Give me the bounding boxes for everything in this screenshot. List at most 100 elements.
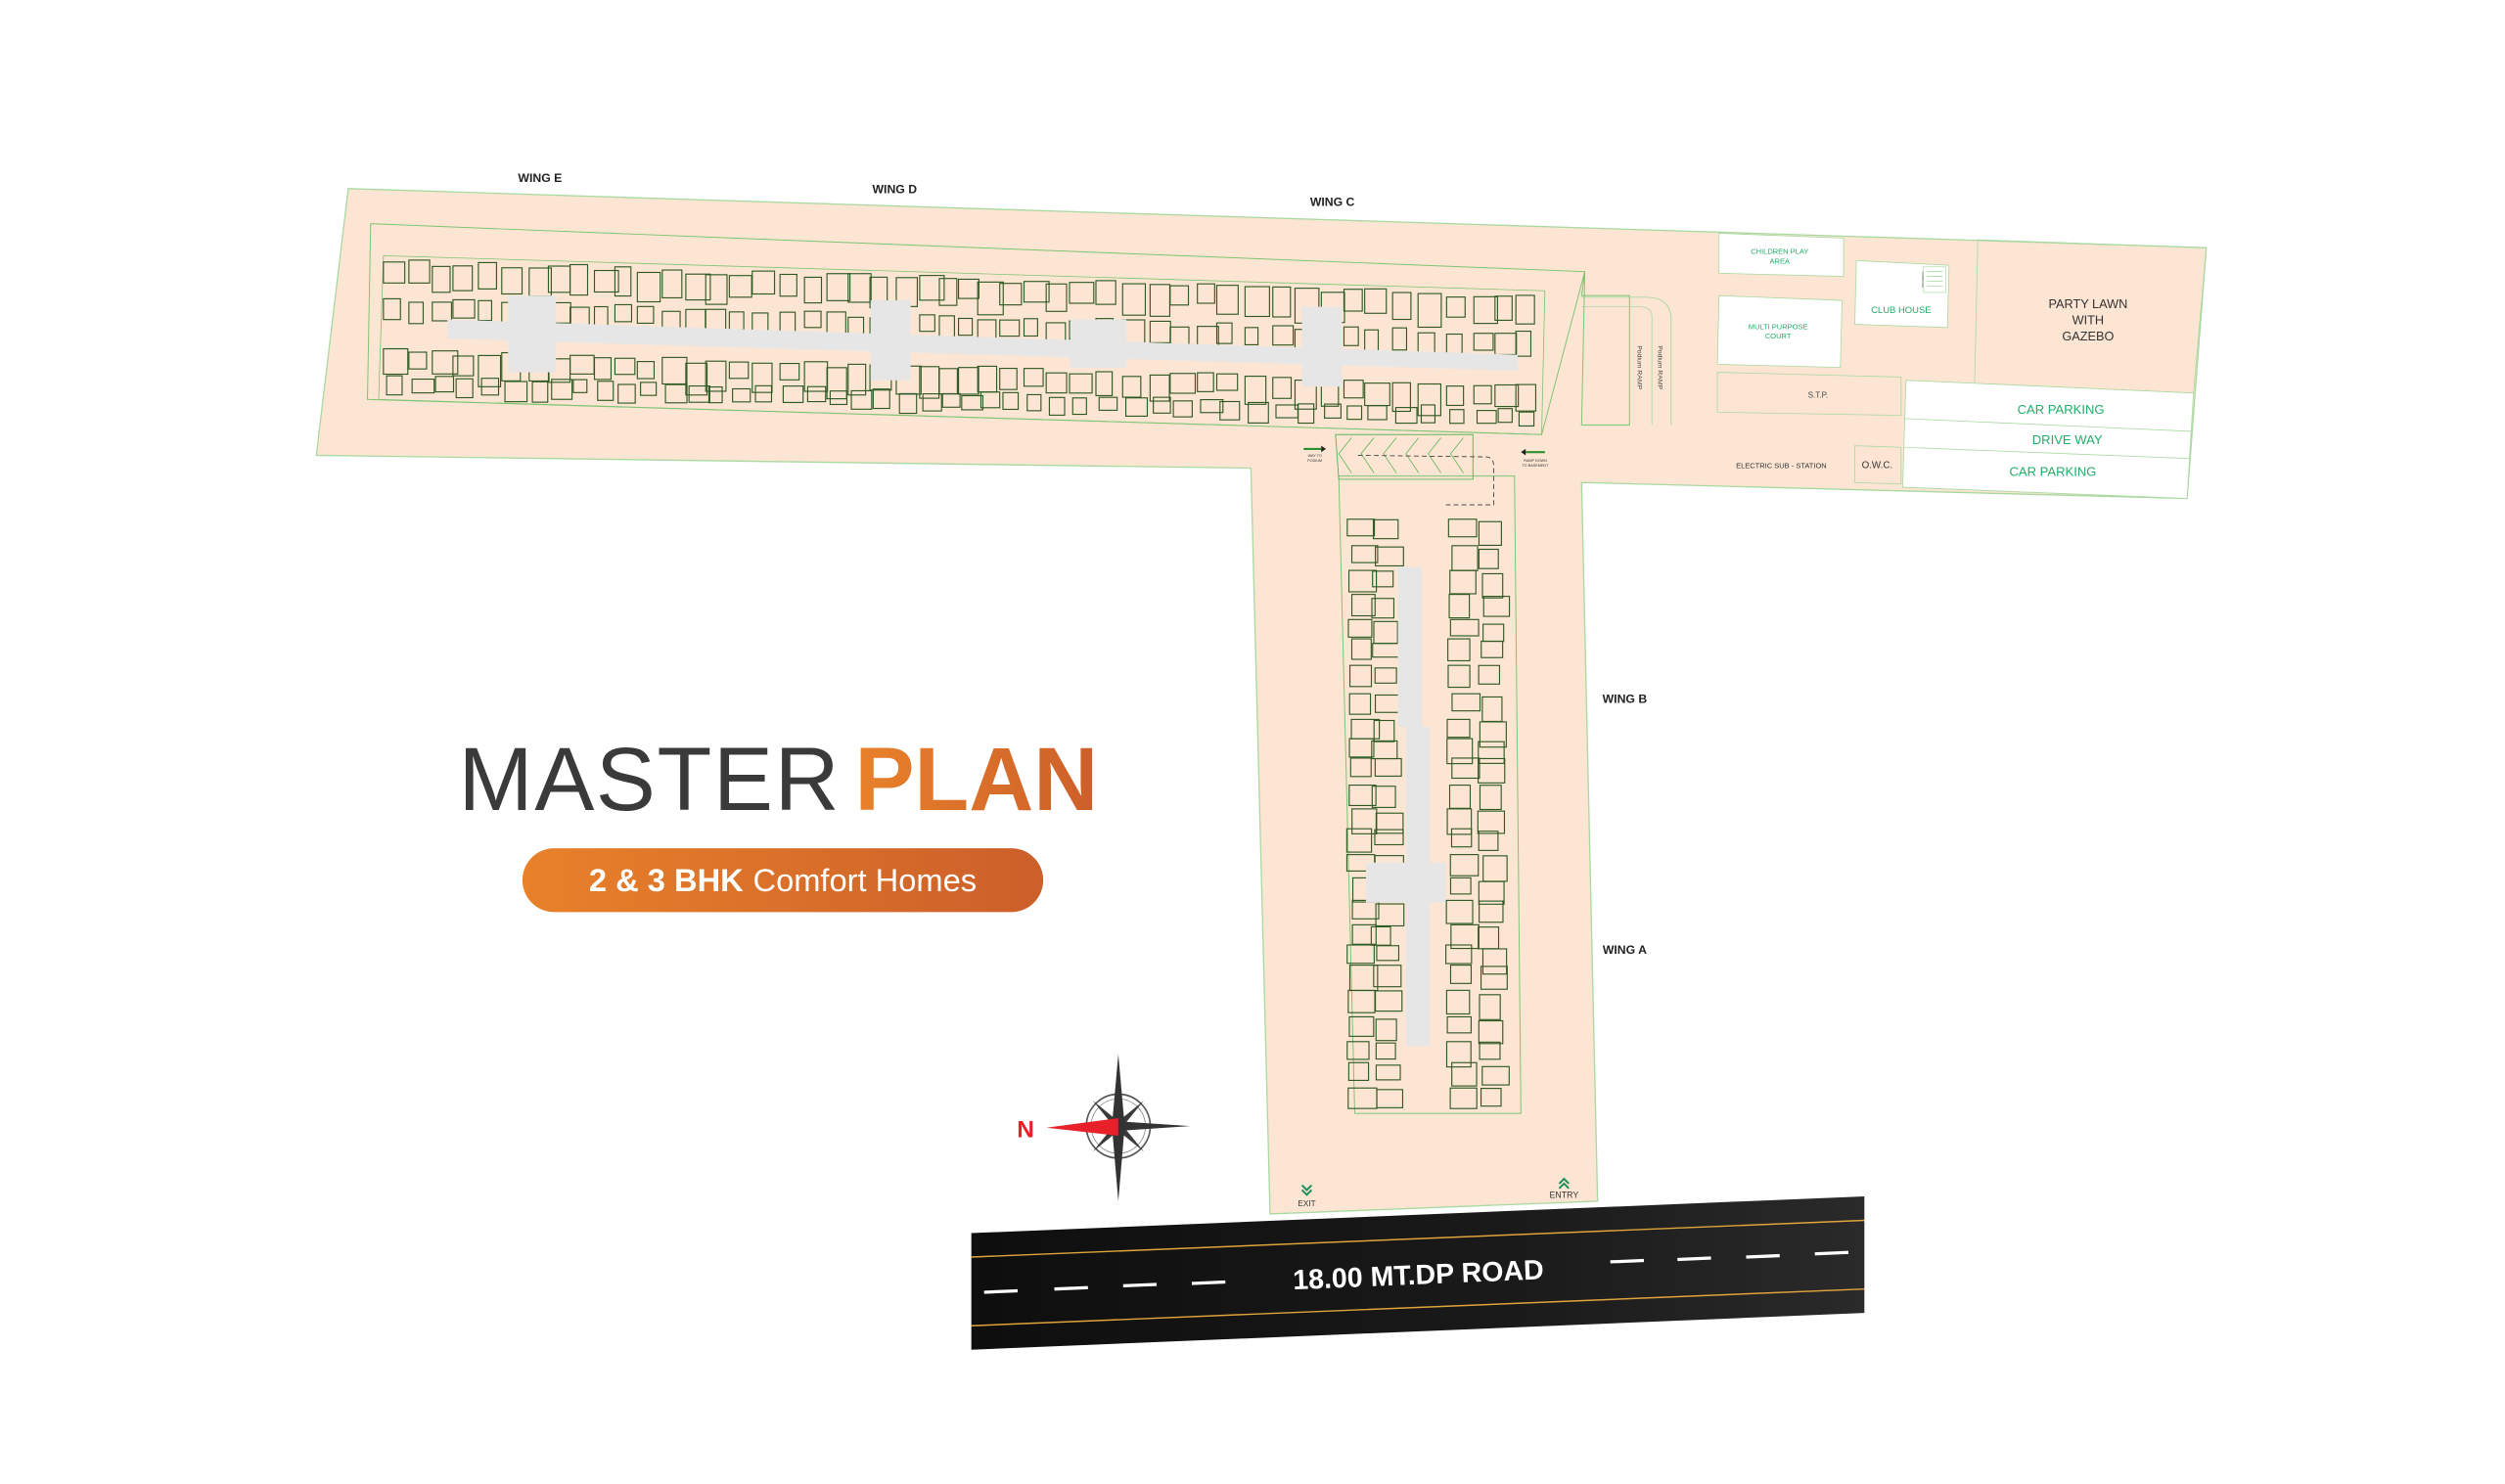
room-outline [919,275,945,301]
wing-e-label: WING E [518,171,562,185]
room-outline [551,379,573,400]
room-outline [1197,372,1214,392]
room-outline [1371,786,1396,808]
room-outline [1351,899,1380,920]
title-master: MASTER [459,730,842,830]
room-outline [640,382,658,396]
room-outline [1121,283,1147,316]
room-outline [1343,326,1359,346]
room-outline [408,259,431,284]
room-outline [1478,757,1506,784]
way-to-podium-arrow: WAY TO PODIUM [1303,445,1327,463]
room-outline [1069,282,1095,304]
room-outline [977,281,1004,316]
room-outline [1478,1019,1504,1045]
room-outline [452,265,474,292]
svg-text:PODIUM: PODIUM [1307,459,1322,463]
room-outline [1149,374,1170,402]
north-label: N [1017,1117,1034,1144]
room-outline [383,261,406,284]
room-outline [1479,900,1504,923]
room-outline [803,310,822,329]
room-outline [919,314,935,333]
room-outline [452,355,475,377]
room-outline [1448,594,1471,619]
room-outline [1449,877,1472,895]
svg-text:AREA: AREA [1770,257,1790,266]
wing-d-label: WING D [873,183,918,197]
room-outline [1095,280,1116,305]
room-outline [1375,546,1404,567]
room-outline [1200,398,1224,414]
room-outline [1215,322,1233,344]
room-outline [1350,594,1376,617]
room-outline [383,347,409,376]
room-outline [957,367,979,395]
room-outline [1098,396,1118,411]
svg-text:Podium RAMP: Podium RAMP [1657,345,1663,389]
room-outline [478,299,492,322]
room-outline [1169,285,1190,306]
room-outline [636,305,655,324]
room-outline [1445,385,1465,407]
room-outline [1447,638,1471,662]
room-outline [1445,944,1473,965]
room-outline [383,297,401,321]
room-outline [1518,411,1535,427]
room-outline [1367,405,1388,421]
room-outline [1215,373,1239,391]
room-outline [1476,410,1497,425]
room-outline [1479,785,1502,811]
room-outline [1497,408,1513,424]
room-outline [1450,923,1480,950]
corridor-top [447,295,1519,387]
room-outline [1023,318,1038,337]
room-outline [1346,1041,1370,1060]
room-outline [1374,757,1402,777]
room-outline [1481,572,1504,599]
amenities-area: CHILDREN PLAY AREA MULTI PURPOSE COURT S… [1716,233,2208,499]
svg-text:ENTRY: ENTRY [1550,1191,1579,1200]
room-outline [432,265,451,293]
room-outline [1391,327,1408,351]
room-outline [782,385,804,403]
room-outline [411,378,435,394]
room-outline [1478,548,1499,569]
room-outline [1449,854,1480,877]
room-outline [614,303,633,323]
room-outline [1473,333,1494,351]
room-outline [1298,403,1315,425]
svg-text:CLUB HOUSE: CLUB HOUSE [1871,305,1931,316]
room-outline [1324,403,1342,419]
room-outline [1479,994,1501,1020]
room-outline [941,392,961,408]
room-outline [850,389,873,410]
room-outline [1478,664,1501,685]
car-parking-zone [1902,380,2195,499]
room-outline [1244,376,1267,405]
room-outline [728,361,750,380]
room-outline [779,273,797,297]
room-outline [872,388,890,410]
room-outline [1451,1061,1478,1087]
room-outline [1347,569,1378,593]
room-outline [1451,693,1481,712]
svg-text:CAR PARKING: CAR PARKING [2009,465,2096,479]
room-outline [614,357,636,376]
exit-marker: EXIT [1298,1184,1316,1208]
compass-rose-icon [1046,1054,1191,1201]
room-outline [1045,372,1068,394]
ramp-down-arrow: RAMP DOWN TO BASEMENT [1521,448,1549,468]
room-outline [1445,1041,1472,1068]
room-outline [1473,384,1492,405]
room-outline [1372,570,1394,588]
svg-text:WAY TO: WAY TO [1308,454,1322,458]
svg-text:PARTY LAWN: PARTY LAWN [2048,296,2127,311]
svg-text:S.T.P.: S.T.P. [1808,391,1829,400]
room-outline [938,278,958,306]
room-outline [1480,640,1504,658]
room-outline [829,390,848,406]
building-zone-wings-a-b [1338,475,1522,1114]
room-outline [1481,1065,1510,1086]
room-outline [1351,923,1377,945]
